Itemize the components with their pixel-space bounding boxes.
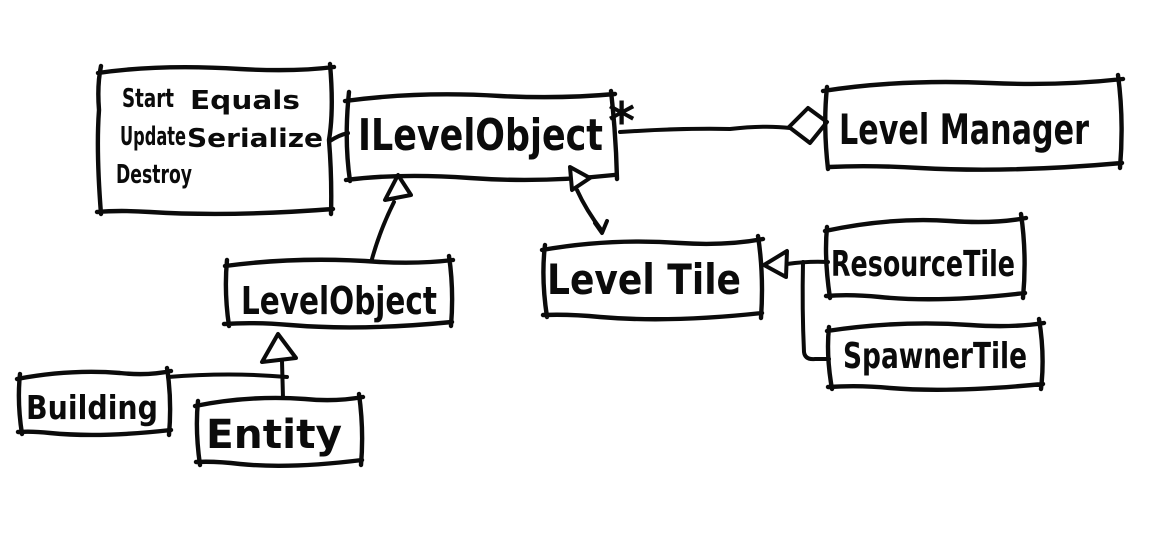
- inheritance-triangle-icon: [260, 332, 298, 364]
- class-box-levelobject: [221, 253, 456, 330]
- class-label-entity: Entity: [206, 412, 342, 458]
- class-label-spawnertile: SpawnerTile: [843, 336, 1027, 377]
- arrowhead-icon: [593, 219, 609, 235]
- methods-note: Start Update Destroy Equals Serialize: [94, 61, 350, 217]
- method-label-destroy: Destroy: [116, 160, 192, 190]
- realization-edge-levelobject-ilevelobject: [370, 173, 413, 261]
- class-node-spawnertile: SpawnerTile: [824, 316, 1047, 392]
- method-label-serialize: Serialize: [187, 124, 323, 154]
- class-node-resourcetile: ResourceTile: [822, 211, 1029, 302]
- class-box-building: [14, 365, 174, 438]
- realization-edge-leveltile-ilevelobject: [568, 165, 609, 235]
- class-node-entity: Entity: [192, 391, 366, 468]
- class-label-building: Building: [26, 388, 158, 427]
- class-label-levelmanager: Level Manager: [839, 105, 1089, 154]
- inheritance-triangle-icon: [383, 173, 413, 202]
- class-label-ilevelobject: ILevelObject: [358, 110, 603, 161]
- class-node-leveltile: Level Tile: [539, 233, 766, 322]
- class-node-levelmanager: Level Manager: [820, 72, 1126, 172]
- class-label-leveltile: Level Tile: [547, 255, 741, 304]
- inheritance-line-resourcetile: [785, 259, 830, 266]
- class-box-resourcetile: [822, 211, 1029, 302]
- method-label-equals: Equals: [190, 86, 300, 116]
- class-box-spawnertile: [824, 316, 1047, 392]
- class-box-ilevelobject: [342, 88, 620, 184]
- class-label-resourcetile: ResourceTile: [831, 244, 1015, 285]
- aggregation-edge-ilevelobject-levelmanager: *: [608, 92, 829, 152]
- inheritance-edge-tiles-leveltile: [762, 249, 831, 362]
- inheritance-edge-building-entity-levelobject: [166, 332, 298, 400]
- inheritance-line-building: [166, 372, 289, 379]
- class-box-leveltile: [539, 233, 766, 322]
- aggregation-line: [618, 124, 792, 134]
- class-box-levelmanager: [820, 72, 1126, 172]
- inheritance-triangle-icon: [762, 249, 789, 279]
- method-label-start: Start: [122, 84, 174, 114]
- inheritance-triangle-icon: [568, 165, 592, 192]
- class-label-levelobject: LevelObject: [241, 279, 437, 323]
- class-box-entity: [192, 391, 366, 468]
- class-node-ilevelobject: ILevelObject: [342, 88, 620, 184]
- multiplicity-asterisk: *: [608, 92, 635, 152]
- aggregation-diamond-icon: [787, 106, 829, 145]
- realization-line: [370, 200, 396, 261]
- class-node-building: Building: [14, 365, 174, 438]
- inheritance-line-spawnertile: [800, 260, 831, 362]
- method-label-update: Update: [120, 122, 186, 152]
- class-node-levelobject: LevelObject: [221, 253, 456, 330]
- inheritance-line-entity: [280, 359, 285, 400]
